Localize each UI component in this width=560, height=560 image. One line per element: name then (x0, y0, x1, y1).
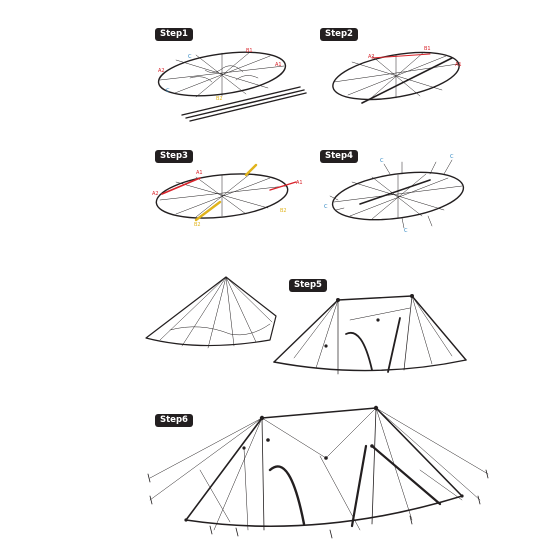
step3-marker-a2: A2 (152, 191, 159, 197)
step4-badge: Step4 (320, 150, 358, 163)
step2-marker-a2: A2 (368, 54, 375, 60)
step3-marker-b2-right: B2 (280, 208, 287, 214)
step2-badge: Step2 (320, 28, 358, 41)
step1-marker-b2: B2 (216, 96, 223, 102)
step3-marker-a1-right: A1 (296, 180, 303, 186)
step2-markers: B1 A2 A1 (368, 46, 462, 68)
step4-marker-c1: C (380, 158, 384, 164)
step3-badge: Step3 (155, 150, 193, 163)
step4-diagram (329, 159, 465, 229)
step1-markers: B1 A1 A2 B2 C C (158, 48, 282, 102)
step3-marker-b2: B2 (194, 222, 201, 228)
step3-markers: A1 A2 A1 B2 B2 (152, 170, 303, 228)
step4-marker-c2: C (450, 154, 454, 160)
step4-marker-c3: C (324, 204, 328, 210)
step1-marker-a2: A2 (158, 68, 165, 74)
step2-diagram (332, 51, 460, 104)
step5-right-diagram (273, 294, 467, 375)
step5-left-diagram (145, 276, 277, 349)
step1-badge: Step1 (155, 28, 193, 41)
step1-diagram (157, 51, 307, 122)
step1-marker-c1: C (188, 54, 192, 60)
step3-marker-a1: A1 (196, 170, 203, 176)
step6-badge: Step6 (155, 414, 193, 427)
step5-badge: Step5 (289, 279, 327, 292)
step4-markers: C C C C (324, 154, 454, 234)
step3-diagram (155, 163, 297, 222)
step6-diagram (147, 405, 489, 539)
step1-marker-c2: C (166, 88, 170, 94)
step4-marker-c4: C (404, 228, 408, 234)
step2-marker-b1: B1 (424, 46, 431, 52)
step1-marker-b1: B1 (246, 48, 253, 54)
step2-marker-a1: A1 (455, 62, 462, 68)
step1-marker-a1: A1 (275, 62, 282, 68)
